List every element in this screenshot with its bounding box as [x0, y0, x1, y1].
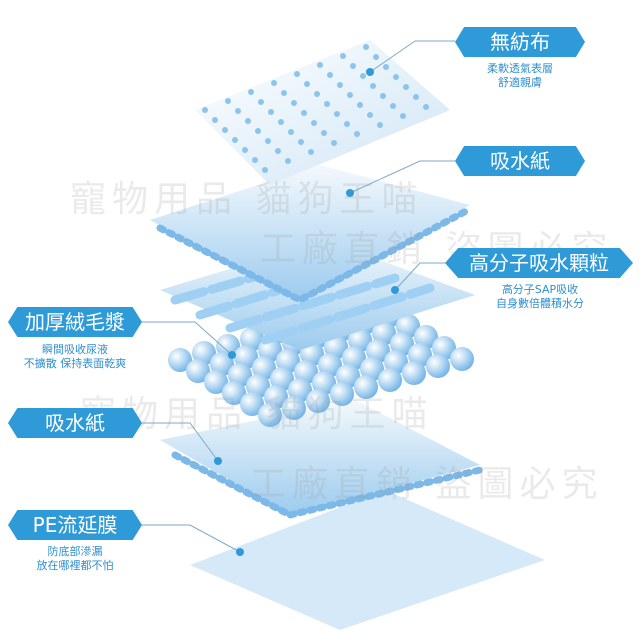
sap-bead: [330, 382, 354, 406]
perforation-dot: [301, 110, 307, 116]
perforation-dot: [413, 94, 419, 100]
perforation-dot: [380, 93, 386, 99]
perforation-dot: [357, 102, 363, 108]
sap-bead: [222, 381, 246, 405]
label-absorbent-paper-top: 吸水紙: [455, 146, 585, 176]
perforation-dot: [344, 121, 350, 127]
perforation-dot: [393, 74, 399, 80]
perforation-dot: [288, 129, 294, 135]
perforation-dot: [222, 127, 228, 133]
perforation-dot: [225, 98, 231, 104]
perforation-dot: [403, 84, 409, 90]
sap-bead: [402, 361, 426, 385]
perforation-dot: [367, 112, 373, 118]
label-pe-film-desc: 防底部滲漏 放在哪裡都不怕: [8, 545, 142, 573]
perforation-dot: [423, 104, 429, 110]
perforation-dot: [202, 107, 208, 113]
perforation-dot: [258, 99, 264, 105]
sap-bead: [378, 368, 402, 392]
label-pe-film: PE流延膜: [8, 510, 142, 540]
perforation-dot: [278, 119, 284, 125]
sap-bead: [426, 354, 450, 378]
perforation-dot: [400, 113, 406, 119]
perforation-dot: [294, 71, 300, 77]
desc-line: 舒適親膚: [498, 76, 542, 89]
perforation-dot: [212, 117, 218, 123]
perforation-dot: [271, 80, 277, 86]
perforation-dot: [383, 64, 389, 70]
desc-line: 柔軟透氣表層: [487, 62, 553, 75]
perforation-dot: [390, 103, 396, 109]
perforation-dot: [281, 90, 287, 96]
perforation-dot: [350, 63, 356, 69]
sap-bead: [306, 389, 330, 413]
perforation-dot: [311, 120, 317, 126]
sap-bead: [258, 403, 282, 427]
leader-lines: [140, 40, 455, 553]
desc-line: 放在哪裡都不怕: [36, 559, 114, 572]
label-fluff-pulp: 加厚絨毛漿: [8, 307, 142, 337]
sap-bead: [186, 359, 210, 383]
perforation-dot: [360, 73, 366, 79]
perforation-dot: [321, 130, 327, 136]
perforation-dot: [331, 140, 337, 146]
perforation-dot: [340, 53, 346, 59]
sap-bead: [168, 348, 192, 372]
absorbent-paper-bottom-layer: [160, 400, 484, 519]
perforation-dot: [252, 157, 258, 163]
nonwoven-layer: [195, 40, 450, 185]
perforation-dot: [347, 92, 353, 98]
watermark-1: 寵物用品 貓狗王喵: [70, 179, 424, 220]
perforation-dot: [314, 91, 320, 97]
perforation-dot: [275, 148, 281, 154]
perforation-dot: [373, 54, 379, 60]
perforation-dot: [363, 44, 369, 50]
perforation-dot: [324, 101, 330, 107]
perforation-dot: [304, 81, 310, 87]
perforation-dot: [291, 100, 297, 106]
sap-bead: [450, 347, 474, 371]
perforation-dot: [248, 89, 254, 95]
desc-line: 瞬間吸收尿液: [42, 343, 108, 356]
perforation-dot: [235, 108, 241, 114]
leader-dots: [214, 68, 399, 556]
perforation-dot: [317, 62, 323, 68]
watermark-4: 工廠直銷 盜圖必究: [250, 464, 604, 505]
perforation-dot: [262, 167, 268, 173]
sap-bead: [282, 396, 306, 420]
label-sap-desc: 高分子SAP吸收 自身數倍體積水分: [455, 283, 625, 311]
desc-line: 高分子SAP吸收: [501, 283, 579, 296]
label-fluff-pulp-desc: 瞬間吸收尿液 不擴散 保持表面乾爽: [0, 343, 150, 371]
desc-line: 防底部滲漏: [47, 545, 103, 558]
absorbent-paper-top-layer: [150, 165, 472, 304]
desc-line: 自身數倍體積水分: [496, 297, 584, 310]
sap-bead: [354, 375, 378, 399]
perforation-dot: [308, 149, 314, 155]
perforation-dot: [232, 137, 238, 143]
perforation-dot: [268, 109, 274, 115]
perforation-dot: [242, 147, 248, 153]
perforation-dot: [285, 158, 291, 164]
label-nonwoven: 無紡布: [455, 27, 585, 57]
perforation-dot: [370, 83, 376, 89]
sap-bead: [204, 370, 228, 394]
label-sap: 高分子吸水顆粒: [445, 248, 633, 278]
perforation-dot: [255, 128, 261, 134]
perforation-dot: [298, 139, 304, 145]
perforation-dot: [245, 118, 251, 124]
perforation-dot: [377, 122, 383, 128]
pe-film-layer: [190, 490, 545, 630]
label-nonwoven-desc: 柔軟透氣表層 舒適親膚: [455, 62, 585, 90]
perforation-dot: [354, 131, 360, 137]
label-absorbent-paper-bottom: 吸水紙: [8, 408, 142, 438]
perforation-dot: [265, 138, 271, 144]
perforation-dot: [334, 111, 340, 117]
perforation-dot: [337, 82, 343, 88]
desc-line: 不擴散 保持表面乾爽: [23, 357, 127, 370]
perforation-dot: [327, 72, 333, 78]
sap-bead: [240, 392, 264, 416]
